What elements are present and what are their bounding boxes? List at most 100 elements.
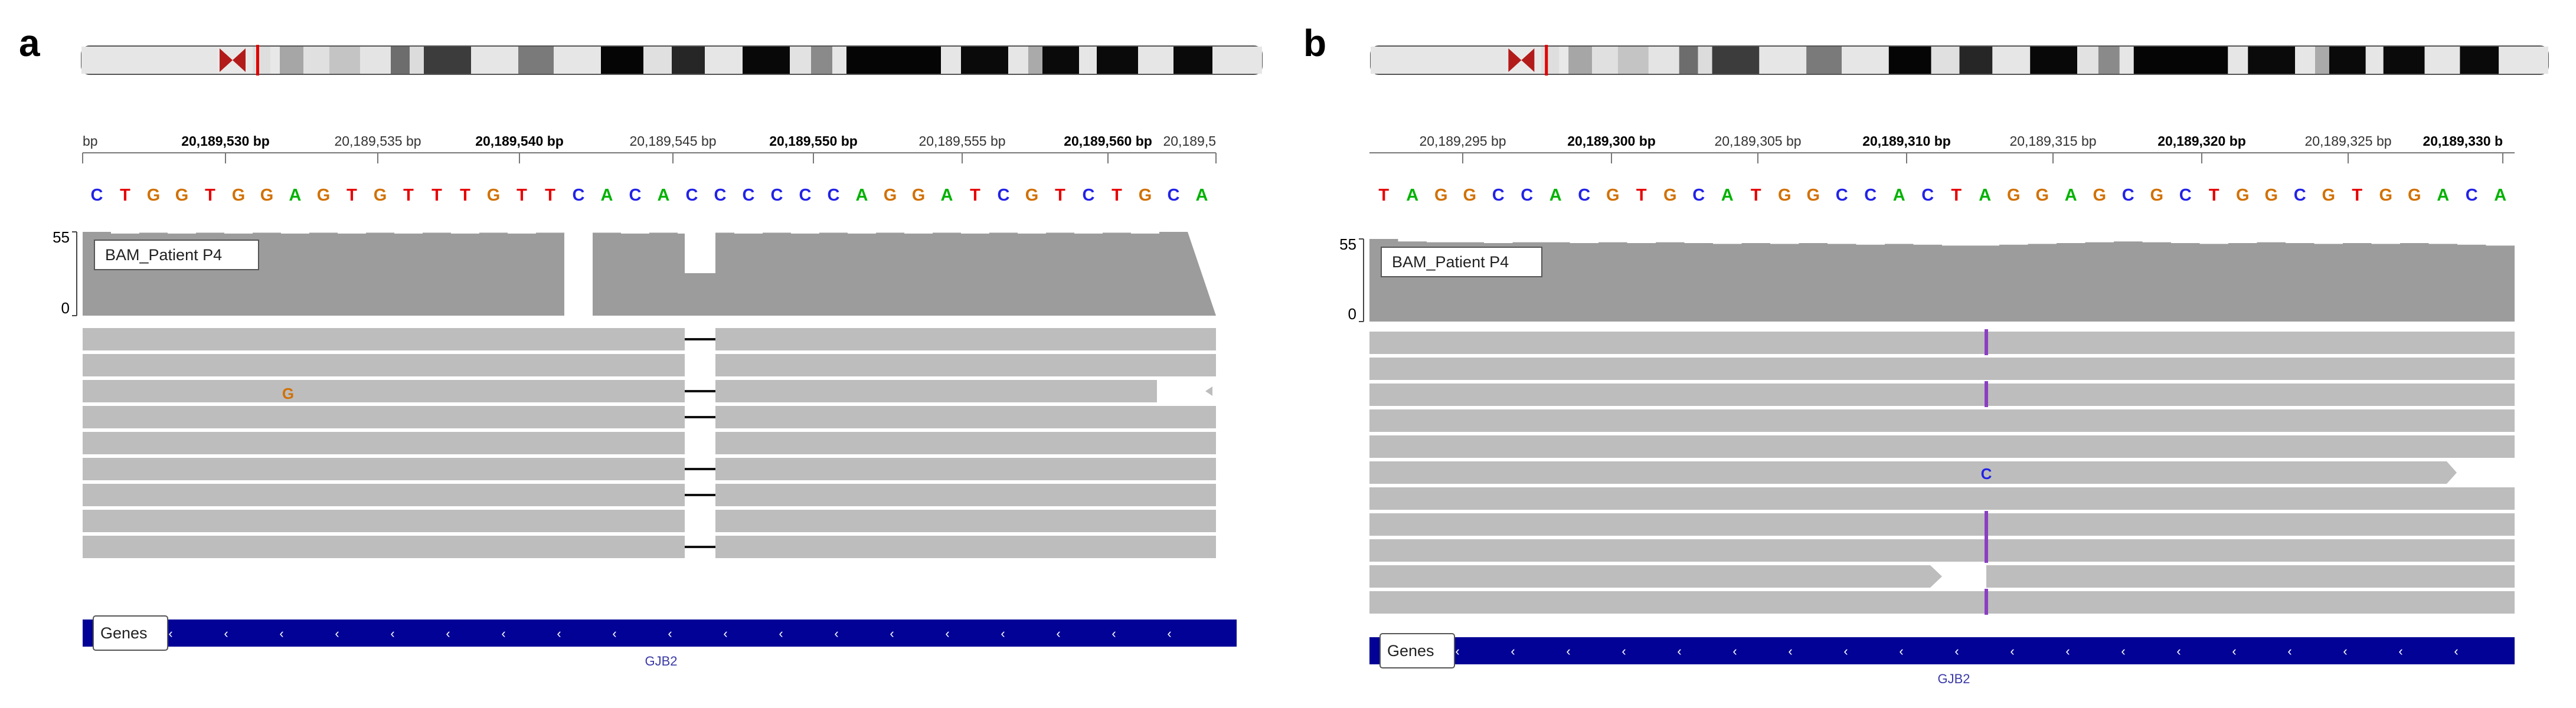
chromosome-ideogram[interactable] xyxy=(1370,45,2549,76)
read-alignment[interactable] xyxy=(83,406,685,428)
read-alignment[interactable] xyxy=(1369,435,2515,458)
sequence-base-C: C xyxy=(91,186,103,205)
sequence-base-G: G xyxy=(1139,186,1152,205)
sequence-base-C: C xyxy=(1692,186,1705,205)
read-alignment[interactable] xyxy=(715,458,1216,480)
sequence-base-A: A xyxy=(2437,186,2449,205)
ideogram-band xyxy=(2030,47,2077,74)
ideogram-band xyxy=(1992,47,2031,74)
alignment-reads[interactable]: G xyxy=(83,328,1216,558)
sequence-base-T: T xyxy=(2209,186,2219,205)
read-alignment[interactable] xyxy=(1369,461,2447,484)
read-alignment[interactable] xyxy=(83,380,685,402)
read-alignment[interactable] xyxy=(715,536,1216,558)
gene-track-name-box xyxy=(1379,633,1455,668)
ideogram-band xyxy=(1042,47,1079,74)
sequence-base-T: T xyxy=(120,186,130,205)
sequence-base-G: G xyxy=(232,186,246,205)
ideogram-band xyxy=(1079,47,1097,74)
ruler-tick-label: 20,189,535 bp xyxy=(334,133,421,149)
ideogram-band xyxy=(1097,47,1138,74)
strand-arrow: ‹ xyxy=(557,626,561,641)
sequence-base-C: C xyxy=(686,186,698,205)
chromosome-ideogram[interactable] xyxy=(81,45,1263,76)
sequence-base-A: A xyxy=(658,186,670,205)
read-alignment[interactable] xyxy=(83,510,685,532)
strand-arrow: ‹ xyxy=(446,626,450,641)
ideogram-band xyxy=(1592,47,1618,74)
strand-arrow: ‹ xyxy=(168,626,172,641)
strand-arrow: ‹ xyxy=(1001,626,1005,641)
ideogram-band xyxy=(2315,47,2329,74)
ideogram-band xyxy=(1959,47,1993,74)
read-alignment[interactable] xyxy=(83,432,685,454)
ruler-tick-label: 20,189,330 b xyxy=(2423,133,2503,149)
strand-arrow: ‹ xyxy=(1622,644,1626,658)
ruler-tick-label: 20,189,305 bp xyxy=(1714,133,1801,149)
strand-arrow: ‹ xyxy=(2232,644,2236,658)
read-alignment[interactable] xyxy=(83,484,685,506)
ruler-tick-label: 20,189,325 bp xyxy=(2304,133,2391,149)
read-alignment[interactable] xyxy=(715,510,1216,532)
strand-arrow: ‹ xyxy=(1455,644,1459,658)
gene-feature-GJB2[interactable] xyxy=(83,620,1237,647)
read-alignment[interactable] xyxy=(83,328,685,350)
read-alignment[interactable] xyxy=(1369,487,2515,510)
ideogram-band xyxy=(2295,47,2315,74)
sequence-base-C: C xyxy=(1864,186,1877,205)
read-alignment[interactable] xyxy=(715,354,1216,376)
read-alignment[interactable] xyxy=(83,354,685,376)
sequence-base-G: G xyxy=(2236,186,2250,205)
alignment-reads[interactable]: C xyxy=(1369,329,2515,615)
read-alignment[interactable] xyxy=(83,458,685,480)
read-alignment[interactable] xyxy=(1369,332,2515,354)
read-alignment[interactable] xyxy=(715,484,1216,506)
ruler-tick-label: 20,189,545 bp xyxy=(629,133,716,149)
coverage-dip xyxy=(685,232,715,273)
read-alignment[interactable] xyxy=(715,406,1216,428)
ideogram-band xyxy=(2383,47,2425,74)
sequence-base-G: G xyxy=(1806,186,1820,205)
ideogram-band xyxy=(471,47,518,74)
sequence-base-C: C xyxy=(1836,186,1848,205)
sequence-base-G: G xyxy=(260,186,274,205)
gene-feature-GJB2[interactable] xyxy=(1369,637,2515,664)
read-alignment[interactable] xyxy=(1369,591,2515,614)
read-alignment[interactable] xyxy=(715,328,1216,350)
sequence-base-T: T xyxy=(516,186,527,205)
ruler-tick-label: 20,189,5 xyxy=(1163,133,1216,149)
read-alignment[interactable] xyxy=(1369,358,2515,380)
ideogram-band xyxy=(2499,47,2548,74)
ideogram-band xyxy=(303,47,329,74)
strand-arrow: ‹ xyxy=(279,626,283,641)
ruler-tick-label: 20,189,550 bp xyxy=(769,133,858,149)
read-alignment[interactable] xyxy=(1369,539,2515,562)
current-region-marker xyxy=(256,45,259,76)
read-arrow xyxy=(2447,461,2457,484)
ruler-tick-label: 20,189,295 bp xyxy=(1419,133,1506,149)
read-alignment[interactable] xyxy=(1369,384,2515,406)
sequence-base-A: A xyxy=(2494,186,2506,205)
read-alignment[interactable] xyxy=(1369,513,2515,536)
read-alignment[interactable] xyxy=(715,432,1216,454)
ideogram-band xyxy=(961,47,1008,74)
ideogram-band xyxy=(2228,47,2248,74)
read-alignment[interactable] xyxy=(1369,565,1930,588)
read-alignment[interactable] xyxy=(83,536,685,558)
sequence-base-G: G xyxy=(2007,186,2021,205)
read-alignment[interactable] xyxy=(715,380,1157,402)
strand-arrow: ‹ xyxy=(1566,644,1570,658)
read-alignment[interactable] xyxy=(1369,409,2515,432)
sequence-base-T: T xyxy=(346,186,357,205)
sequence-base-C: C xyxy=(1168,186,1180,205)
read-alignment[interactable] xyxy=(1986,565,2515,588)
